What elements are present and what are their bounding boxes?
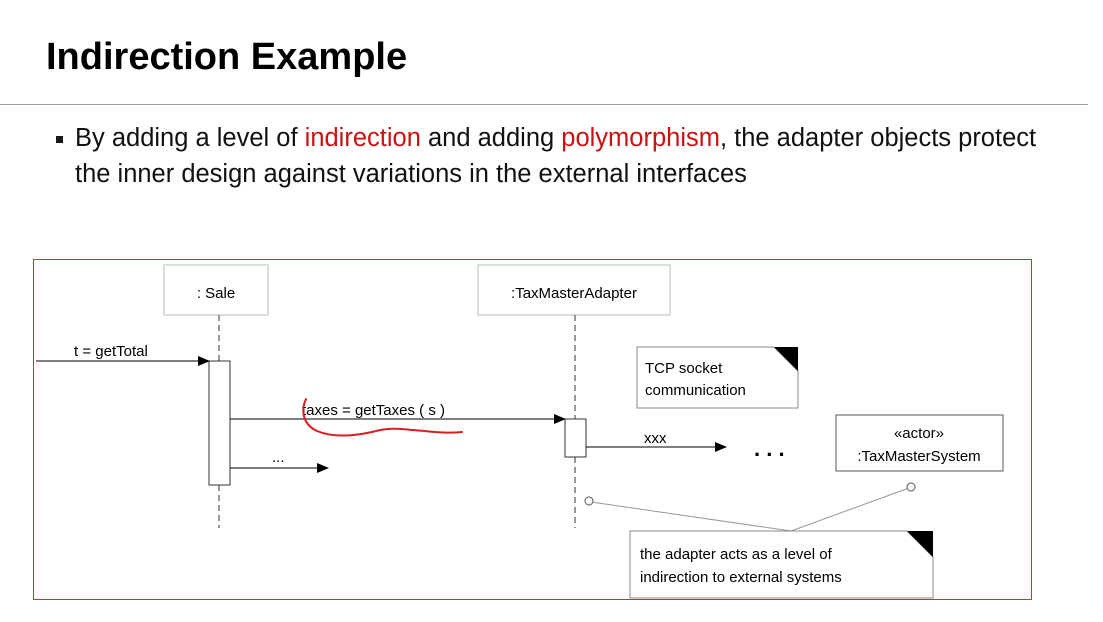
note-anchor-right — [906, 482, 916, 492]
title-divider — [0, 104, 1088, 105]
adapter-activation-bar — [564, 418, 587, 458]
adapter-lifeline-label: :TaxMasterAdapter — [511, 285, 637, 302]
tcp-note-line-1: TCP socket — [645, 360, 723, 377]
continuation-label: ... — [272, 449, 285, 466]
xxx-label: xxx — [644, 430, 667, 447]
slide-title: Indirection Example — [46, 36, 408, 78]
sale-lifeline-label: : Sale — [197, 285, 235, 302]
note-connector-left — [590, 501, 792, 532]
adapter-note-box — [629, 530, 934, 599]
sale-activation-bar — [208, 360, 231, 486]
adapter-note-line-1: the adapter acts as a level of — [640, 546, 833, 563]
get-total-label: t = getTotal — [74, 343, 148, 360]
system-name-label: :TaxMasterSystem — [857, 448, 980, 465]
bullet-part-2: and adding — [420, 124, 562, 152]
system-stereotype-label: «actor» — [894, 425, 944, 442]
tcp-note-box — [636, 346, 799, 409]
adapter-note-line-2: indirection to external systems — [640, 569, 842, 586]
note-anchor-left — [584, 496, 594, 506]
note-connector-right — [790, 487, 910, 532]
highlight-polymorphism: polymorphism — [561, 124, 720, 152]
tcp-note-corner — [774, 347, 798, 371]
sequence-diagram: : Sale :TaxMasterAdapter t = getTotal ta… — [33, 259, 1032, 600]
bullet-part-3: , the adapter objects protect the inner … — [75, 124, 1037, 188]
sequence-diagram-canvas: : Sale :TaxMasterAdapter t = getTotal ta… — [36, 264, 1004, 599]
highlight-indirection: indirection — [304, 124, 421, 152]
get-taxes-label: taxes = getTaxes ( s ) — [302, 402, 445, 419]
bullet-text: By adding a level of indirection and add… — [75, 120, 1075, 192]
system-lifeline-box — [835, 414, 1004, 472]
bullet-part-1: By adding a level of — [75, 124, 305, 152]
tcp-note-line-2: communication — [645, 382, 746, 399]
handwritten-underline — [302, 398, 463, 437]
adapter-note-corner — [907, 531, 933, 557]
ellipsis-label: . . . — [754, 436, 785, 461]
bullet-marker — [56, 136, 63, 143]
adapter-lifeline-box — [477, 264, 671, 316]
sale-lifeline-box — [163, 264, 269, 316]
